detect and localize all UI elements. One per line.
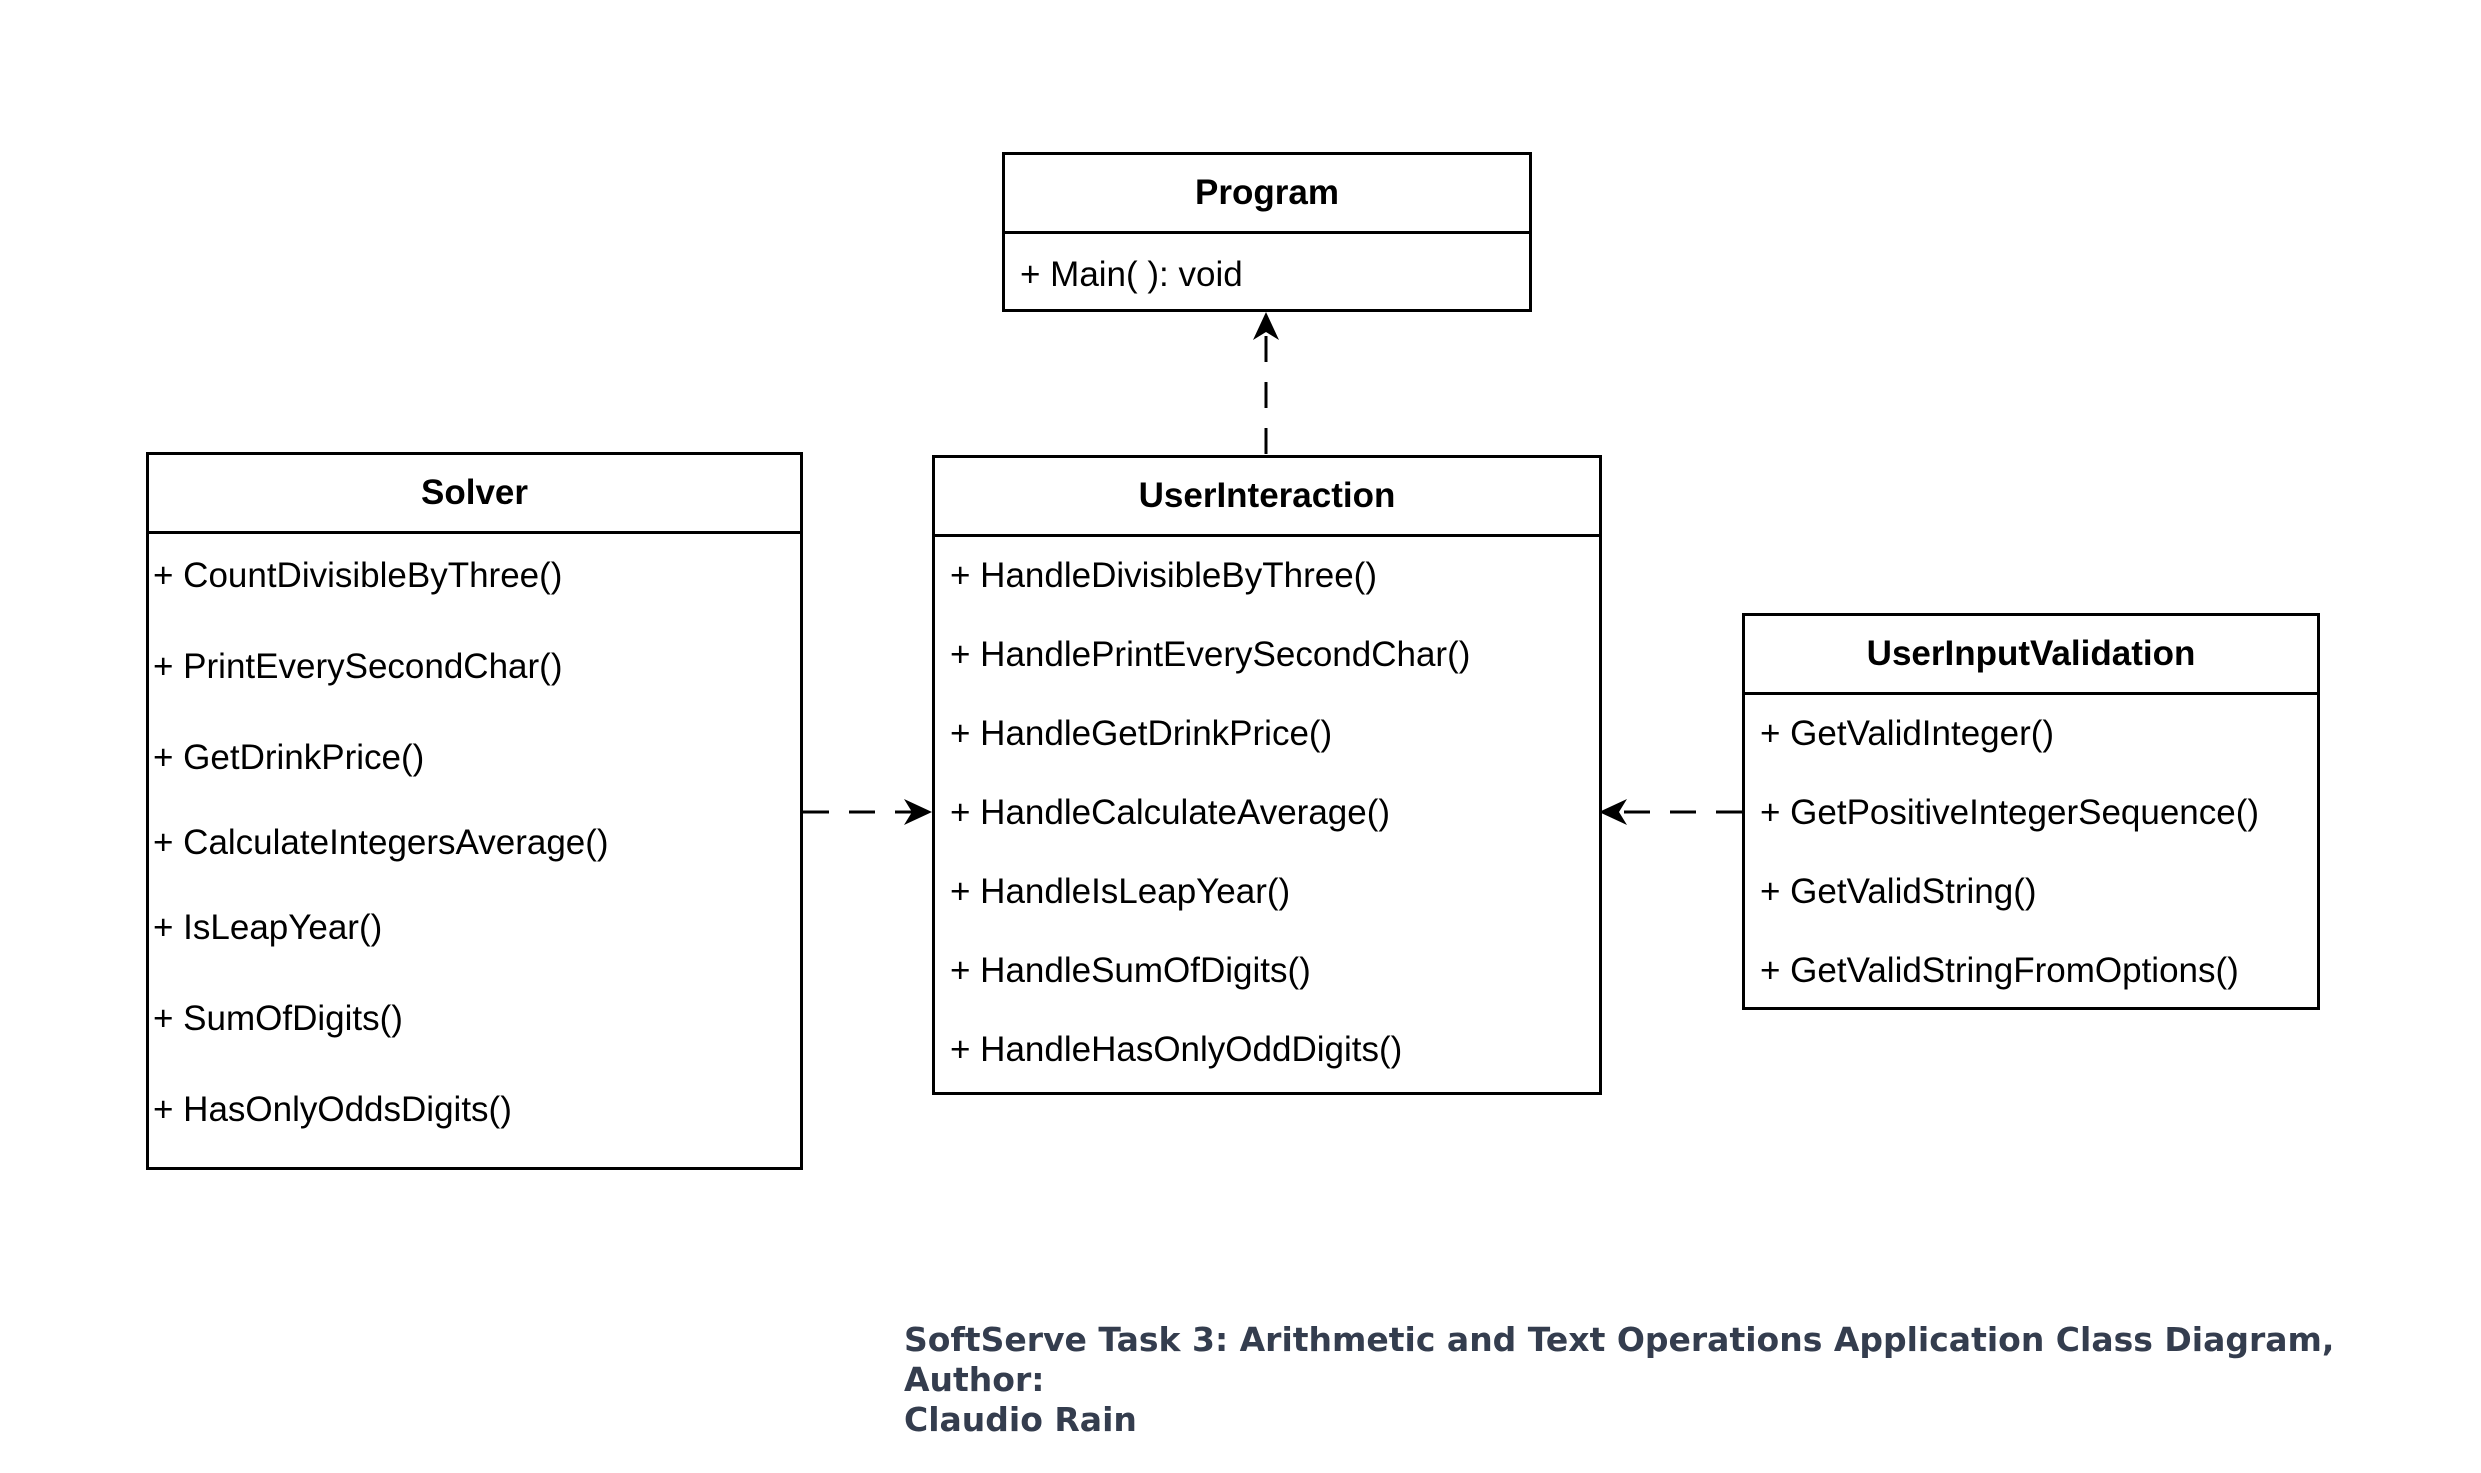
class-member: + HandleDivisibleByThree() <box>950 556 1377 595</box>
class-member: + PrintEverySecondChar() <box>153 647 563 686</box>
arrowhead-right-icon <box>904 799 932 825</box>
class-solver-name: Solver <box>149 455 800 534</box>
class-member: + CalculateIntegersAverage() <box>153 823 609 862</box>
class-userinputvalidation[interactable]: UserInputValidation + GetValidInteger() … <box>1742 613 2320 1010</box>
class-member: + HandlePrintEverySecondChar() <box>950 635 1471 674</box>
class-member: + HandleSumOfDigits() <box>950 951 1311 990</box>
class-member: + GetPositiveIntegerSequence() <box>1760 793 2260 832</box>
caption-line-1: SoftServe Task 3: Arithmetic and Text Op… <box>904 1320 2335 1399</box>
class-member: + GetDrinkPrice() <box>153 738 425 777</box>
class-member: + IsLeapYear() <box>153 908 383 947</box>
class-member: + HandleIsLeapYear() <box>950 872 1291 911</box>
class-member: + GetValidString() <box>1760 872 2037 911</box>
class-member: + SumOfDigits() <box>153 999 403 1038</box>
class-userinputvalidation-name: UserInputValidation <box>1745 616 2317 695</box>
class-solver[interactable]: Solver + CountDivisibleByThree() + Print… <box>146 452 803 1170</box>
class-member: + HandleCalculateAverage() <box>950 793 1391 832</box>
arrowhead-left-icon <box>1599 799 1627 825</box>
class-member: + GetValidInteger() <box>1760 714 2055 753</box>
class-program[interactable]: Program + Main( ): void <box>1002 152 1532 312</box>
class-userinteraction-name: UserInteraction <box>935 458 1599 537</box>
class-program-name: Program <box>1005 155 1529 234</box>
class-member: + HandleHasOnlyOddDigits() <box>950 1030 1403 1069</box>
class-userinteraction[interactable]: UserInteraction + HandleDivisibleByThree… <box>932 455 1602 1095</box>
arrowhead-up-icon <box>1253 312 1279 340</box>
class-member: + HandleGetDrinkPrice() <box>950 714 1333 753</box>
class-member: + GetValidStringFromOptions() <box>1760 951 2239 990</box>
class-member: + CountDivisibleByThree() <box>153 556 563 595</box>
diagram-caption: SoftServe Task 3: Arithmetic and Text Op… <box>904 1320 2404 1440</box>
class-member: + Main( ): void <box>1020 255 1243 294</box>
class-member: + HasOnlyOddsDigits() <box>153 1090 512 1129</box>
caption-line-2: Claudio Rain <box>904 1400 1137 1439</box>
